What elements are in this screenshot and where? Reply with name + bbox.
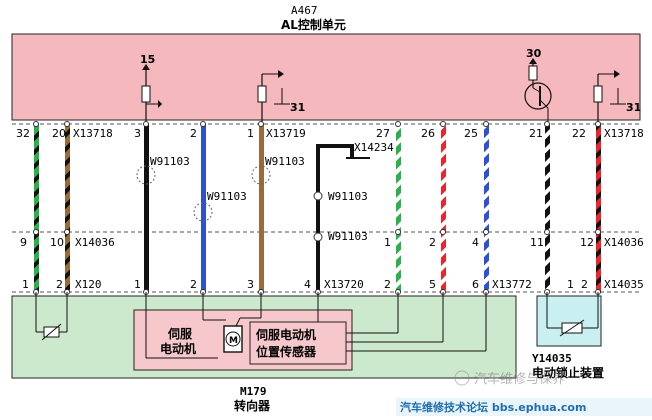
position-sensor-label-1: 伺服电动机 bbox=[255, 327, 316, 342]
pin-x13772-6: 6 bbox=[472, 278, 479, 291]
lock-name: 电动锁止装置 bbox=[532, 365, 604, 380]
pin-20: 20 bbox=[52, 127, 66, 140]
pin-x13720-1: 1 bbox=[134, 278, 141, 291]
pin-22: 22 bbox=[572, 127, 586, 140]
pin-x13720-2: 2 bbox=[190, 278, 197, 291]
svg-text:31: 31 bbox=[626, 101, 641, 114]
pin-mid-2: 2 bbox=[429, 236, 436, 249]
pin-21: 21 bbox=[529, 127, 543, 140]
pin-32: 32 bbox=[16, 127, 30, 140]
splice-markers bbox=[136, 165, 271, 222]
conn-x13718-left: X13718 bbox=[73, 127, 113, 140]
steering-lock-box bbox=[536, 295, 602, 347]
ignition-supply-15: 15 bbox=[140, 53, 162, 122]
watermark-brand: 汽车维修与保养 bbox=[474, 371, 565, 387]
pin-x13772-2: 2 bbox=[384, 278, 391, 291]
conn-x13719: X13719 bbox=[266, 127, 306, 140]
wire-black-white-21 bbox=[545, 124, 550, 292]
conn-x13718-right: X13718 bbox=[604, 127, 644, 140]
pin-x14035-2: 2 bbox=[581, 278, 588, 291]
motor-icon: M bbox=[223, 325, 243, 353]
supply-30-transistor: 30 bbox=[524, 47, 552, 122]
wire-green-black-32 bbox=[34, 124, 39, 292]
pin-3: 3 bbox=[134, 127, 141, 140]
pin-mid-4: 4 bbox=[472, 236, 479, 249]
svg-text:M: M bbox=[229, 336, 238, 346]
splice-label-5: W91103 bbox=[328, 230, 368, 243]
transistor-icon bbox=[524, 82, 552, 110]
control-unit-title: AL控制单元 bbox=[281, 17, 346, 32]
pin-x13720-4: 4 bbox=[304, 278, 311, 291]
svg-text:30: 30 bbox=[526, 47, 542, 60]
splice-label-1: W91103 bbox=[150, 155, 190, 168]
pin-11: 11 bbox=[530, 236, 544, 249]
ground-31-right: 31 bbox=[593, 70, 641, 122]
pin-x13720-3: 3 bbox=[247, 278, 254, 291]
pin-x13772-5: 5 bbox=[429, 278, 436, 291]
wire-brown-black-20 bbox=[65, 124, 70, 292]
splice-label-2: W91103 bbox=[207, 190, 247, 203]
conn-x14036-left: X14036 bbox=[75, 236, 115, 249]
conn-x14035: X14035 bbox=[604, 278, 644, 291]
wire-red-white-26 bbox=[441, 124, 446, 292]
pin-x120-2: 2 bbox=[56, 278, 63, 291]
pin-27: 27 bbox=[376, 127, 390, 140]
pin-1: 1 bbox=[247, 127, 254, 140]
control-unit-code: A467 bbox=[291, 4, 318, 17]
pin-x14035-1: 1 bbox=[567, 278, 574, 291]
forum-banner-text: 汽车维修技术论坛 bbs.ephua.com bbox=[400, 400, 586, 414]
svg-text:15: 15 bbox=[140, 53, 155, 66]
pin-x120-1: 1 bbox=[22, 278, 29, 291]
forum-banner bbox=[396, 398, 652, 416]
conn-x13720: X13720 bbox=[324, 278, 364, 291]
conn-x14234: X14234 bbox=[354, 141, 394, 154]
pin-10: 10 bbox=[50, 236, 64, 249]
pin-12: 12 bbox=[580, 236, 594, 249]
wechat-icon bbox=[454, 370, 470, 386]
lock-code: Y14035 bbox=[532, 352, 572, 365]
wire-blue-2 bbox=[201, 124, 206, 292]
watermark-logo: 汽车维修与保养 bbox=[454, 370, 565, 387]
lock-solenoid-icon bbox=[546, 292, 599, 337]
wire-brown-1 bbox=[259, 124, 264, 292]
splice-label-4: W91103 bbox=[328, 190, 368, 203]
servo-motor-label-2: 电动机 bbox=[160, 341, 196, 356]
pin-mid-1: 1 bbox=[384, 236, 391, 249]
steering-code: M179 bbox=[240, 385, 267, 398]
conn-x13772: X13772 bbox=[492, 278, 532, 291]
sensor-resistor-icon bbox=[35, 292, 68, 341]
position-sensor-label-2: 位置传感器 bbox=[256, 344, 317, 359]
steering-name: 转向器 bbox=[234, 398, 271, 413]
pin-25: 25 bbox=[464, 127, 478, 140]
wire-black-x14234 bbox=[316, 144, 354, 292]
servo-motor-label-1: 伺服 bbox=[167, 326, 193, 341]
conn-x14036-right: X14036 bbox=[604, 236, 644, 249]
ground-31-left: 31 bbox=[257, 70, 305, 122]
wire-black-3 bbox=[144, 124, 149, 292]
splice-dots bbox=[313, 191, 323, 242]
conn-x120: X120 bbox=[75, 278, 102, 291]
position-sensor-box bbox=[249, 321, 347, 365]
pin-2: 2 bbox=[190, 127, 197, 140]
pin-26: 26 bbox=[421, 127, 435, 140]
splice-label-3: W91103 bbox=[265, 155, 305, 168]
wire-blue-white-25 bbox=[484, 124, 489, 292]
pin-9: 9 bbox=[20, 236, 27, 249]
wire-green-white-27 bbox=[396, 124, 401, 292]
svg-text:31: 31 bbox=[290, 101, 305, 114]
wire-red-black-22 bbox=[596, 124, 601, 292]
